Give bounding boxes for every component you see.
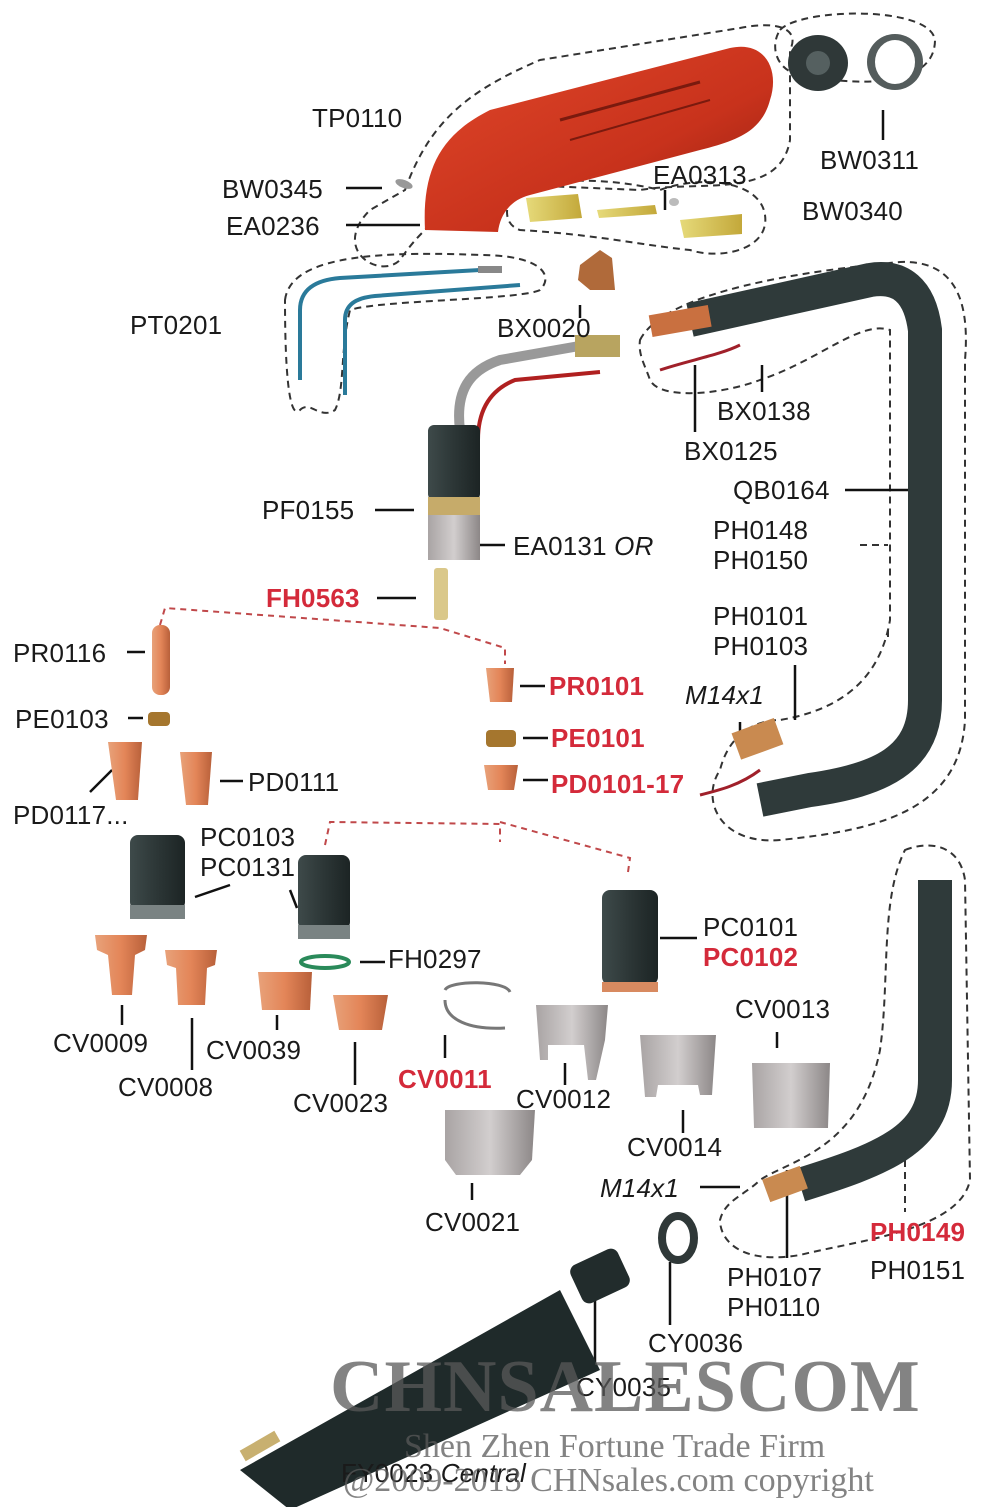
label-EA0131-code: EA0131 [513,531,607,561]
label-PF0155: PF0155 [262,495,355,525]
label-PD0111: PD0111 [248,767,340,797]
tubes-outline [283,252,547,414]
label-BX0138: BX0138 [717,396,811,426]
label-PC0103: PC0103 [200,822,296,852]
watermark-copyright: @2009-2013 CHNsales.com copyright [343,1462,874,1499]
shield-cups [130,835,658,992]
small-screw [669,198,679,206]
label-EA0236: EA0236 [226,211,320,241]
handle-outline [354,24,794,268]
label-PH0101: PH0101 [713,601,809,631]
label-PC0101: PC0101 [703,912,799,942]
label-EA0313: EA0313 [653,160,747,190]
label-EA0131-or: OR [614,531,654,561]
label-CV0008: CV0008 [118,1072,214,1102]
screw-part [395,179,413,189]
spacer-guides [445,1005,830,1175]
label-PR0116: PR0116 [13,638,107,668]
label-CV0039: CV0039 [206,1035,302,1065]
lower-hose-outline [718,844,972,1259]
left-consumables [108,625,518,805]
label-PH0148: PH0148 [713,515,809,545]
label-CV0013: CV0013 [735,994,831,1024]
rear-rings [788,34,923,91]
spring-clip [443,981,512,1030]
watermark-brand: CHNSALESCOM [330,1346,921,1428]
label-PH0151: PH0151 [870,1255,966,1285]
label-FH0563: FH0563 [266,583,360,613]
label-CV0021: CV0021 [425,1207,521,1237]
label-TP0110: TP0110 [312,103,403,133]
label-FH0297: FH0297 [388,944,482,974]
label-PD0101-17: PD0101-17 [551,769,685,799]
label-PH0107: PH0107 [727,1262,823,1292]
label-CY0036: CY0036 [648,1328,744,1358]
label-PH0149: PH0149 [870,1217,966,1247]
label-EA0131: EA0131 OR [513,531,654,561]
label-PE0103: PE0103 [15,704,109,734]
label-CV0011: CV0011 [398,1064,492,1094]
electrode-holder [434,568,448,620]
label-PH0103: PH0103 [713,631,809,661]
label-M14x1-lower: M14x1 [600,1173,680,1203]
label-CV0014: CV0014 [627,1132,723,1162]
label-PC0131: PC0131 [200,852,296,882]
label-PH0110: PH0110 [727,1292,821,1322]
tube-tip [478,266,502,273]
label-BW0311: BW0311 [820,145,919,175]
label-CV0009: CV0009 [53,1028,149,1058]
lower-hose-fitting [762,1165,808,1203]
group-outlines [283,12,972,1259]
label-M14x1-upper: M14x1 [685,680,765,710]
label-FY0023-central: Central [440,1458,526,1488]
label-QB0164: QB0164 [733,475,830,505]
central-connector [239,1212,698,1507]
hose-outline [638,260,967,842]
label-FY0023-code: FY0023 [341,1458,434,1488]
label-PD0117: PD0117... [13,800,129,830]
torch-handle [424,46,774,233]
main-hose [648,262,942,817]
gold-contacts [526,194,742,238]
copper-cups [95,935,388,1030]
blue-tubes [298,268,521,395]
label-PC0102: PC0102 [703,942,799,972]
label-BX0125: BX0125 [684,436,778,466]
switch-part [578,250,615,290]
rear-ring-outline [774,12,937,83]
label-FY0023: FY0023 Central [341,1458,526,1488]
variant-connectors [159,606,632,873]
watermark-company: Shen Zhen Fortune Trade Firm [404,1428,826,1465]
label-CY0035: CY0035 [576,1372,672,1402]
label-PR0101: PR0101 [549,671,645,701]
label-PH0150: PH0150 [713,545,809,575]
label-BW0345: BW0345 [222,174,323,204]
label-PE0101: PE0101 [551,723,645,753]
label-PT0201: PT0201 [130,310,223,340]
label-CV0023: CV0023 [293,1088,389,1118]
torch-head [428,335,620,560]
label-CV0012: CV0012 [516,1084,612,1114]
lower-hose [794,880,952,1202]
label-BX0020: BX0020 [497,313,591,343]
label-BW0340: BW0340 [802,196,903,226]
